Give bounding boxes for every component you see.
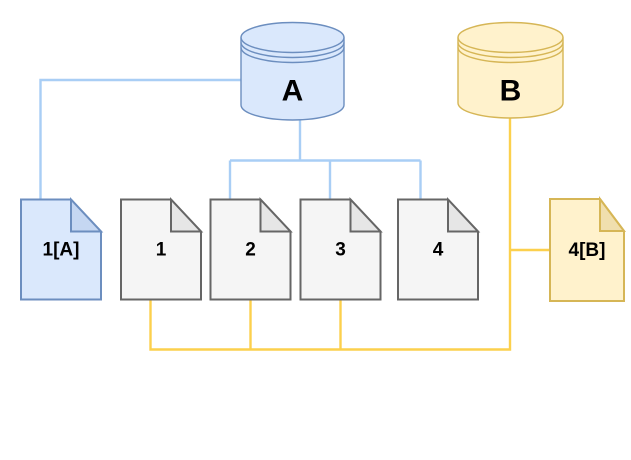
- document-3-fold: [349, 196, 383, 233]
- edge-layer: [39, 78, 550, 351]
- document-2: 2: [209, 196, 293, 301]
- document-1a-label: 1[A]: [43, 240, 80, 261]
- document-4b: 4[B]: [549, 196, 626, 302]
- document-4-label: 4: [433, 240, 444, 261]
- cylinder-b-label: B: [500, 75, 522, 108]
- cylinder-b-rim-lines: [457, 37, 564, 64]
- edge-a-to-doc-1a: [39, 78, 241, 200]
- document-1-fold: [170, 196, 204, 233]
- document-2-fold: [259, 196, 293, 233]
- document-1a-fold: [70, 196, 104, 233]
- document-4b-fold: [599, 196, 626, 232]
- cylinder-a-rim-lines: [240, 37, 345, 64]
- document-3-label: 3: [335, 240, 346, 261]
- document-4: 4: [397, 196, 481, 301]
- document-1: 1: [120, 196, 204, 301]
- cylinder-b: B: [457, 21, 564, 119]
- document-4-fold: [447, 196, 481, 233]
- document-3: 3: [299, 196, 383, 301]
- cylinder-b-body: [457, 21, 564, 119]
- cylinder-a: A: [240, 21, 345, 121]
- cylinder-a-body: [240, 21, 345, 121]
- document-1-label: 1: [156, 240, 167, 261]
- edge-b-down-and-chain: [149, 118, 512, 351]
- document-2-label: 2: [245, 240, 256, 261]
- document-4b-label: 4[B]: [569, 240, 606, 261]
- cylinder-a-label: A: [282, 75, 304, 108]
- document-1a: 1[A]: [20, 196, 104, 301]
